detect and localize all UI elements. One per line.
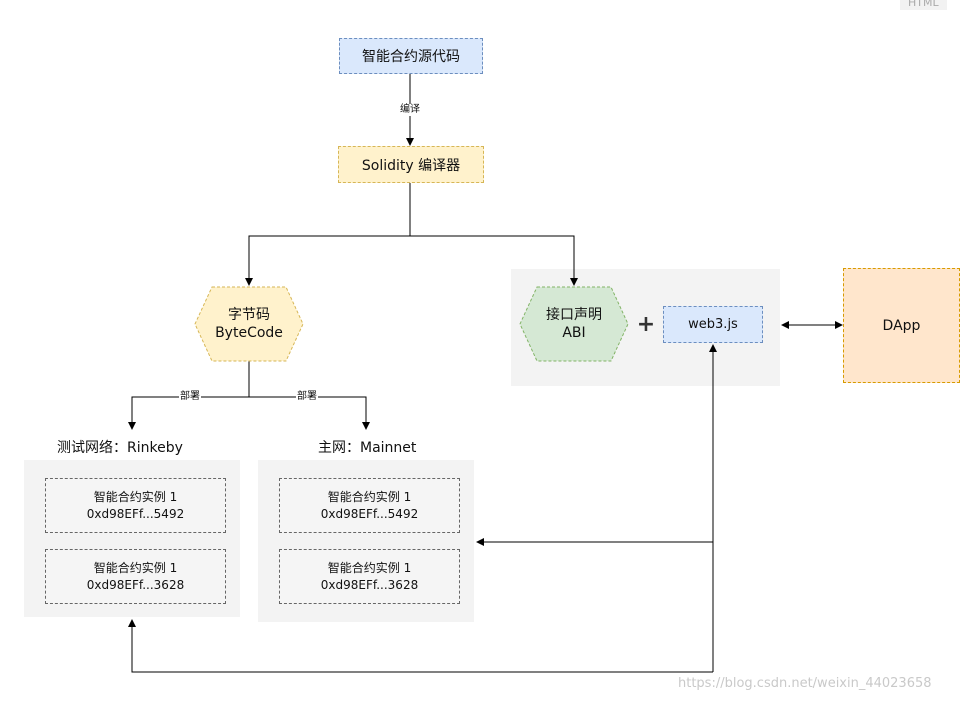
instance-name: 智能合约实例 1 [93, 489, 178, 504]
watermark: https://blog.csdn.net/weixin_44023658 [678, 676, 932, 691]
abi-label-en: ABI [562, 325, 586, 341]
mainnet-instance-1: 智能合约实例 1 0xd98EFf...5492 [279, 478, 460, 533]
mainnet-title: 主网：Mainnet [318, 440, 417, 456]
instance-address: 0xd98EFf...5492 [86, 506, 185, 521]
testnet-instance-2: 智能合约实例 1 0xd98EFf...3628 [45, 549, 226, 604]
bytecode-hexagon [194, 286, 304, 362]
instance-address: 0xd98EFf...3628 [320, 577, 419, 592]
abi-hexagon [519, 286, 629, 362]
bytecode-label-cn: 字节码 [228, 307, 270, 323]
source-code-box: 智能合约源代码 [339, 38, 483, 74]
edge-deploy-mainnet [249, 396, 370, 430]
bytecode-node: 字节码 ByteCode [195, 287, 303, 361]
testnet-instance-1: 智能合约实例 1 0xd98EFf...5492 [45, 478, 226, 533]
instance-address: 0xd98EFf...5492 [320, 506, 419, 521]
instance-name: 智能合约实例 1 [93, 560, 178, 575]
edge-compiler-bytecode [245, 183, 411, 286]
edge-web3-testnet [128, 619, 713, 673]
bytecode-label-en: ByteCode [215, 325, 283, 341]
plus-sign: + [636, 311, 656, 337]
mainnet-instance-2: 智能合约实例 1 0xd98EFf...3628 [279, 549, 460, 604]
instance-name: 智能合约实例 1 [327, 489, 412, 504]
instance-name: 智能合约实例 1 [327, 560, 412, 575]
compile-label: 编译 [399, 104, 421, 116]
deploy-label-testnet: 部署 [179, 391, 201, 403]
testnet-title: 测试网络：Rinkeby [57, 440, 183, 456]
web3-box: web3.js [663, 306, 763, 343]
edge-compiler-abi [410, 235, 578, 286]
instance-address: 0xd98EFf...3628 [86, 577, 185, 592]
abi-node: 接口声明 ABI [520, 287, 628, 361]
deploy-label-mainnet: 部署 [296, 391, 318, 403]
dapp-box: DApp [843, 268, 960, 383]
abi-label-cn: 接口声明 [546, 307, 602, 323]
corner-tag: HTML [900, 0, 947, 10]
compiler-box: Solidity 编译器 [338, 146, 484, 183]
